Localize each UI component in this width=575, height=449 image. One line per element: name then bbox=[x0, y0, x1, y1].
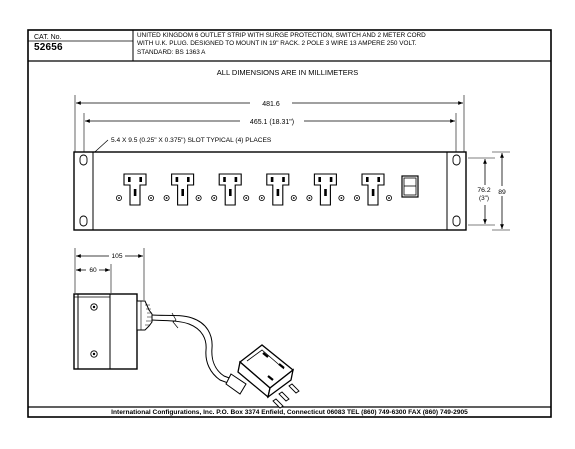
side-depth-dimension bbox=[74, 248, 145, 300]
power-switch bbox=[401, 175, 419, 198]
sheet-border bbox=[27, 29, 552, 418]
uk-outlet bbox=[306, 173, 345, 206]
uk-outlet bbox=[163, 173, 202, 206]
overall-width-dimension bbox=[74, 95, 465, 160]
uk-outlet bbox=[258, 173, 297, 206]
outlet-group bbox=[116, 173, 392, 206]
uk-outlet bbox=[116, 173, 154, 206]
mounting-slot bbox=[79, 154, 88, 166]
dimensions-note: ALL DIMENSIONS ARE IN MILLIMETERS bbox=[216, 68, 359, 77]
product-description: UNITED KINGDOM 6 OUTLET STRIP WITH SURGE… bbox=[137, 32, 547, 57]
uk-plug-icon bbox=[225, 344, 300, 409]
overall-width-label: 481.6 bbox=[262, 101, 280, 108]
company-footer: International Configurations, Inc. P.O. … bbox=[111, 409, 468, 416]
description-line: STANDARD: BS 1363 A bbox=[137, 48, 206, 56]
description-line: WITH U.K. PLUG. DESIGNED TO MOUNT IN 19"… bbox=[137, 40, 417, 48]
height-label: 76.2 bbox=[477, 187, 490, 194]
mounting-slot bbox=[79, 215, 88, 227]
uk-outlet bbox=[211, 173, 250, 206]
height-inches-label: (3") bbox=[479, 195, 489, 202]
height-dimension bbox=[468, 151, 510, 231]
slot-note: 5.4 X 9.5 (0.25" X 0.375") SLOT TYPICAL … bbox=[111, 137, 272, 144]
cat-number: 52656 bbox=[34, 42, 63, 53]
cat-number-label: CAT. No. bbox=[34, 34, 62, 41]
side-depth-body-label: 60 bbox=[89, 267, 97, 274]
power-cord bbox=[151, 312, 241, 387]
mounting-slot bbox=[452, 215, 461, 227]
side-view-body bbox=[73, 293, 153, 370]
side-depth-overall-label: 105 bbox=[111, 253, 122, 260]
description-line: UNITED KINGDOM 6 OUTLET STRIP WITH SURGE… bbox=[137, 32, 426, 39]
uk-outlet bbox=[353, 173, 392, 206]
mounting-slot bbox=[452, 154, 461, 166]
depth-label: 89 bbox=[498, 189, 506, 196]
hole-spacing-label: 465.1 (18.31") bbox=[250, 119, 294, 126]
